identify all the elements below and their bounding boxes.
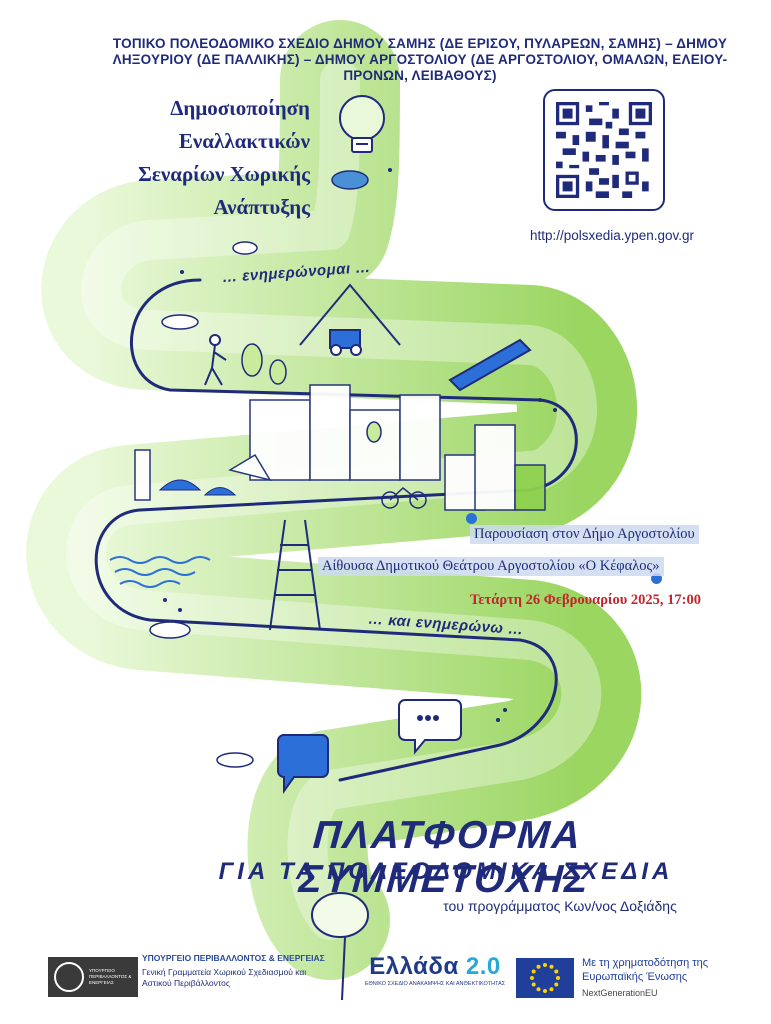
greece-word: Ελλάδα: [369, 953, 459, 980]
platform-subtitle: ΓΙΑ ΤΑ ΠΟΛΕΟΔΟΜΙΚΑ ΣΧΕΔΙΑ: [218, 858, 674, 885]
event-presentation: Παρουσίαση στον Δήμο Αργοστολίου: [470, 525, 699, 544]
next-generation-eu: NextGenerationEU: [582, 988, 658, 998]
event-marker: [466, 513, 477, 524]
greece-wordmark: Ελλάδα 2.0: [362, 953, 508, 981]
qr-code-icon: [556, 102, 652, 198]
publication-title-line: Ανάπτυξης: [213, 195, 310, 219]
ministry-logo: ΥΠΟΥΡΓΕΙΟ ΠΕΡΙΒΑΛΛΟΝΤΟΣ & ΕΝΕΡΓΕΙΑΣ: [48, 957, 138, 997]
publication-title-line: Δημοσιοποίηση: [170, 96, 310, 120]
general-secretariat: Γενική Γραμματεία Χωρικού Σχεδιασμού και…: [142, 967, 307, 988]
publication-title: Δημοσιοποίηση Εναλλακτικών Σεναρίων Χωρι…: [70, 92, 310, 224]
ministry-logo-text: ΥΠΟΥΡΓΕΙΟ ΠΕΡΙΒΑΛΛΟΝΤΟΣ & ΕΝΕΡΓΕΙΑΣ: [89, 968, 132, 985]
qr-code[interactable]: [543, 89, 665, 211]
website-url[interactable]: http://polsxedia.ypen.gov.gr: [529, 228, 695, 243]
eu-funding-label: Με τη χρηματοδότηση της Ευρωπαϊκής Ένωση…: [582, 957, 709, 983]
eu-funding-text: Με τη χρηματοδότηση της Ευρωπαϊκής Ένωση…: [582, 956, 752, 1000]
ministry-name: ΥΠΟΥΡΓΕΙΟ ΠΕΡΙΒΑΛΛΟΝΤΟΣ & ΕΝΕΡΓΕΙΑΣ Γενι…: [142, 953, 337, 989]
event-marker: [651, 573, 662, 584]
event-venue: Αίθουσα Δημοτικού Θεάτρου Αργοστολίου «Ο…: [318, 557, 664, 576]
publication-title-line: Εναλλακτικών: [178, 129, 310, 153]
eu-flag-icon: [516, 958, 574, 998]
plan-title: ΤΟΠΙΚΟ ΠΟΛΕΟΔΟΜΙΚΟ ΣΧΕΔΙΟ ΔΗΜΟΥ ΣΑΜΗΣ (Δ…: [112, 36, 728, 83]
greece-version: 2.0: [465, 953, 501, 980]
eu-stars-icon: [530, 963, 560, 993]
recovery-plan-caption: ΕΘΝΙΚΟ ΣΧΕΔΙΟ ΑΝΑΚΑΜΨΗΣ ΚΑΙ ΑΝΘΕΚΤΙΚΟΤΗΤ…: [364, 981, 506, 987]
program-name: του προγράμματος Κων/νος Δοξιάδης: [443, 898, 677, 914]
greece-2-0-logo: Ελλάδα 2.0 ΕΘΝΙΚΟ ΣΧΕΔΙΟ ΑΝΑΚΑΜΨΗΣ ΚΑΙ Α…: [362, 953, 508, 988]
ministry-seal-icon: [54, 962, 84, 992]
publication-title-line: Σεναρίων Χωρικής: [138, 162, 310, 186]
event-datetime: Τετάρτη 26 Φεβρουαρίου 2025, 17:00: [470, 592, 701, 608]
sponsor-footer: ΥΠΟΥΡΓΕΙΟ ΠΕΡΙΒΑΛΛΟΝΤΟΣ & ΕΝΕΡΓΕΙΑΣ ΥΠΟΥ…: [0, 945, 771, 1015]
ministry-title: ΥΠΟΥΡΓΕΙΟ ΠΕΡΙΒΑΛΛΟΝΤΟΣ & ΕΝΕΡΓΕΙΑΣ: [142, 953, 325, 963]
lightbulb-icon: [339, 95, 385, 153]
